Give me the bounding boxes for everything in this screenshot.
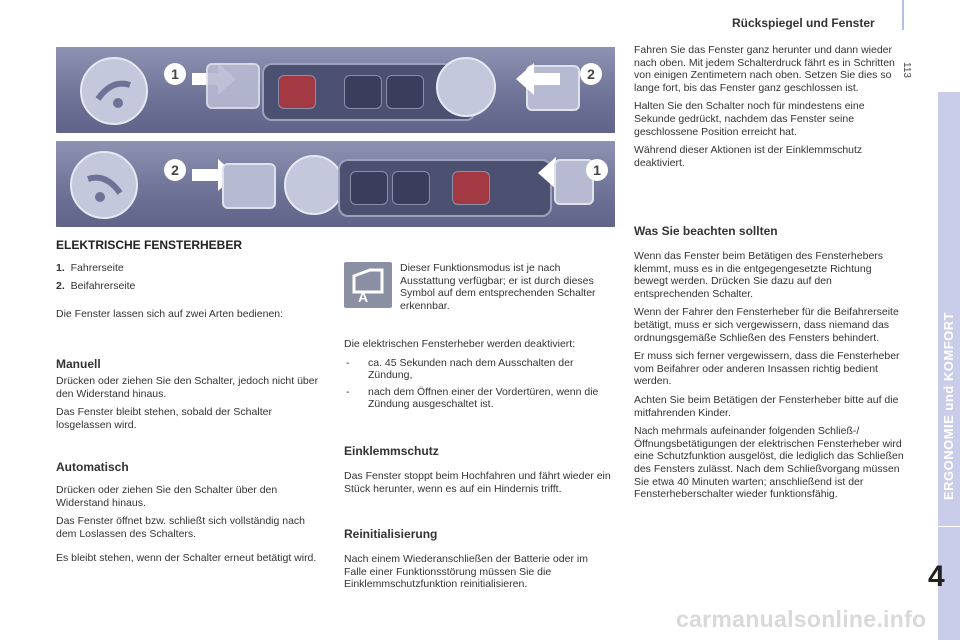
section-heading: ELEKTRISCHE FENSTERHEBER: [56, 238, 243, 252]
page-number: 113: [901, 62, 912, 78]
reinitialisierung-heading: Reinitialisierung: [344, 527, 438, 541]
central-lock-button: [392, 171, 430, 205]
switch-panel-photo-passenger: 2 1: [56, 141, 615, 227]
hazard-button: [452, 171, 490, 205]
svg-text:A: A: [358, 289, 368, 305]
center-control-panel: [338, 159, 552, 217]
manuell-body: Drücken oder ziehen Sie den Schalter, je…: [56, 375, 319, 431]
arrow-left-icon: [516, 63, 560, 95]
switch-panel-photo-driver: 1 2: [56, 47, 615, 133]
automatisch-body: Drücken oder ziehen Sie den Schalter übe…: [56, 484, 317, 565]
window-switch-left: [206, 63, 260, 109]
window-switch-right: [526, 65, 580, 111]
callout-2: 2: [580, 63, 602, 85]
automatisch-heading: Automatisch: [56, 460, 129, 474]
manuell-heading: Manuell: [56, 357, 101, 371]
einklemmschutz-heading: Einklemmschutz: [344, 444, 439, 458]
beachten-body: Wenn das Fenster beim Betätigen des Fens…: [634, 250, 904, 501]
child-lock-button: [350, 171, 388, 205]
header-divider: [902, 0, 904, 30]
chapter-sidebar: ERGONOMIE und KOMFORT: [938, 92, 960, 640]
intro-text: Die Fenster lassen sich auf zwei Arten b…: [56, 308, 284, 320]
einklemmschutz-body: Das Fenster stoppt beim Hochfahren und f…: [344, 470, 611, 495]
hazard-button: [278, 75, 316, 109]
list-item: 1. Fahrerseite: [56, 262, 124, 274]
mirror-adjust-knob: [436, 57, 496, 117]
watermark: carmanualsonline.info: [676, 606, 927, 632]
window-switch-left: [222, 163, 276, 209]
deactivation-block: Die elektrischen Fensterheber werden dea…: [344, 338, 616, 415]
mode-note: Dieser Funktionsmodus ist je nach Aussta…: [400, 262, 596, 312]
list-item: nach dem Öffnen einer der Vordertüren, w…: [344, 386, 616, 411]
central-lock-button: [386, 75, 424, 109]
side-list: 1. Fahrerseite 2. Beifahrerseite: [56, 262, 326, 292]
child-lock-button: [344, 75, 382, 109]
callout-2: 2: [164, 159, 186, 181]
reinit-steps: Fahren Sie das Fenster ganz herunter und…: [634, 44, 895, 169]
callout-1: 1: [586, 159, 608, 181]
list-item: ca. 45 Sekunden nach dem Ausschalten der…: [344, 357, 616, 382]
chapter-title: ERGONOMIE und KOMFORT: [941, 311, 956, 501]
sidebar-divider: [938, 526, 960, 527]
auto-window-icon: A: [344, 262, 392, 308]
page-header-title: Rückspiegel und Fenster: [732, 16, 875, 30]
reinitialisierung-body: Nach einem Wiederanschließen der Batteri…: [344, 553, 588, 591]
chapter-number: 4: [928, 560, 945, 593]
list-item: 2. Beifahrerseite: [56, 279, 136, 292]
door-handle-icon: [80, 57, 148, 125]
door-handle-icon: [70, 151, 138, 219]
beachten-heading: Was Sie beachten sollten: [634, 224, 778, 238]
mirror-adjust-knob: [284, 155, 344, 215]
callout-1: 1: [164, 63, 186, 85]
